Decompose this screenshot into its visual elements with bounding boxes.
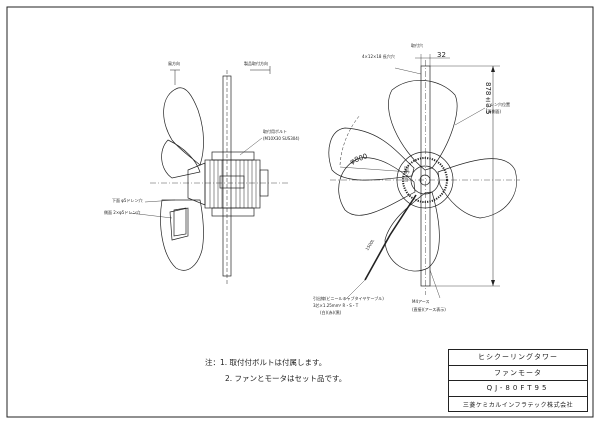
side-label-wind-direction: 風方向: [168, 61, 180, 66]
front-dim-878: 878±3.5: [484, 82, 492, 115]
side-motor-top-flange: [211, 151, 255, 161]
notes: 注：1. 取付付ボルトは付属します。 2. ファンとモータはセット品です。: [205, 357, 346, 389]
front-label-cable-colors: (白)(赤)(黒): [320, 310, 342, 315]
front-blade-2: [437, 158, 517, 219]
front-label-cable: 引出線(ビニールキャブタイヤケーブル): [313, 296, 384, 301]
title-block-product-line: ヒシクーリングタワー: [449, 350, 587, 366]
front-blade-4: [338, 157, 416, 216]
side-motor-fins: [209, 160, 257, 208]
side-motor-bottom-flange: [211, 207, 255, 217]
front-label-hole-spec: 4×12×18 長穴穴: [362, 54, 395, 59]
title-block: ヒシクーリングタワー ファンモータ QJ-80FT95 三菱ケミカルインフラテッ…: [448, 349, 588, 412]
side-label-bolt-spec: (M10X30 SUS304): [263, 136, 300, 141]
title-block-item: ファンモータ: [449, 366, 587, 381]
front-dim-32: 32: [437, 51, 446, 59]
front-label-drain-both: (両側面): [486, 109, 502, 114]
side-blade-lower: [160, 199, 204, 271]
front-hub-inner: [410, 165, 440, 195]
front-label-cable-spec: 3芯×1.25mm² R・S・T: [313, 303, 359, 308]
side-view: [129, 66, 290, 285]
side-shield-inner: [173, 207, 187, 237]
front-label-ground: M4アース: [412, 299, 430, 304]
front-label-mount-hole: 取付穴: [411, 43, 423, 48]
side-label-mount-direction: 製品取付方向: [244, 61, 268, 66]
front-hub-fins: [402, 157, 448, 203]
title-block-company: 三菱ケミカルインフラテック株式会社: [462, 401, 574, 409]
front-view: [328, 54, 520, 301]
front-blade-5: [328, 127, 415, 181]
front-blade-3: [384, 191, 440, 272]
side-label-drain-bottom: 下面 φ5ドレン穴: [112, 198, 143, 203]
front-hub-center: [419, 174, 431, 186]
front-label-rotation: 回転方向: [404, 166, 409, 182]
side-label-bolt: 取付用ボルト: [263, 129, 287, 134]
front-label-ground-note: (直接)(アース表示): [412, 307, 446, 312]
title-block-model: QJ-80FT95: [449, 381, 587, 397]
front-blade-1: [388, 79, 458, 171]
front-diameter-arc: [339, 114, 361, 166]
side-label-drain-side: 側面 2×φ5ドレン穴: [104, 210, 141, 215]
side-blade-upper: [161, 139, 201, 179]
side-hub: [187, 162, 206, 206]
front-hub-outer: [396, 151, 454, 209]
side-terminal-box: [219, 175, 245, 189]
front-cable: [364, 194, 417, 281]
side-shield-plate: [169, 207, 189, 241]
note-line-1: 注：1. 取付付ボルトは付属します。: [205, 358, 327, 367]
note-line-2: 2. ファンとモータはセット品です。: [225, 374, 347, 383]
side-blade-top: [163, 87, 204, 166]
front-blades: [328, 79, 517, 272]
front-label-drain-pos: ドレン穴位置: [486, 102, 510, 107]
border-frame: [6, 6, 594, 418]
